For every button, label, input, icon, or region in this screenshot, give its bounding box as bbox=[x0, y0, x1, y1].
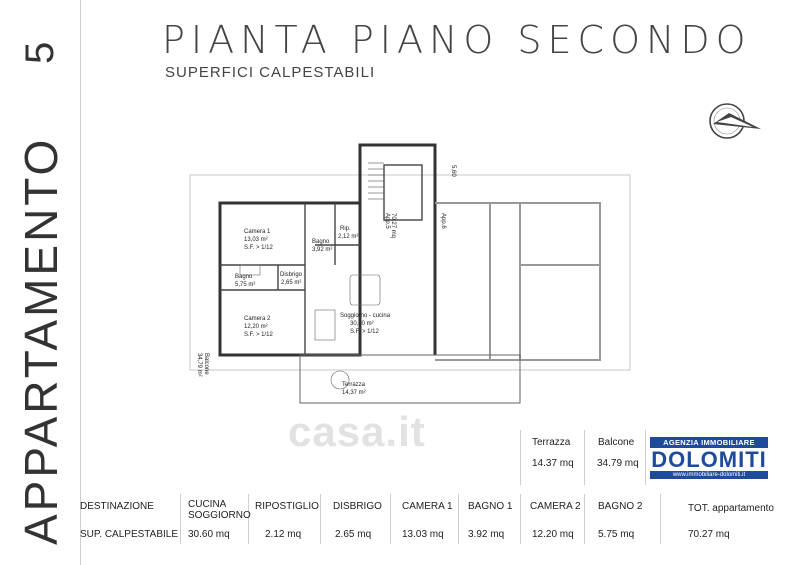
room-balcone-name: Balcone bbox=[203, 353, 209, 375]
room-camera1-name: Camera 1 bbox=[244, 229, 271, 235]
table-divider bbox=[458, 494, 459, 544]
table-row-header-superficie: SUP. CALPESTABILE bbox=[80, 529, 179, 540]
room-bagno2-area: 5,75 m² bbox=[235, 282, 255, 288]
agency-logo-web: www.immobiliare-dolomiti.it bbox=[650, 471, 768, 479]
table-col-cucina-header: CUCINA SOGGIORNO bbox=[188, 499, 251, 521]
agency-logo: AGENZIA IMMOBILIARE DOLOMITI www.immobil… bbox=[650, 437, 768, 479]
room-app6-name: App.6 bbox=[440, 213, 446, 229]
room-soggiorno-area: 30,60 m² bbox=[350, 321, 374, 327]
table-col-bagno2-value: 5.75 mq bbox=[598, 529, 635, 540]
balcone-label: Balcone bbox=[598, 437, 635, 448]
room-camera1-area: 13,03 m² bbox=[244, 237, 268, 243]
terrazza-value: 14.37 mq bbox=[532, 458, 574, 469]
room-rip-name: Rip. bbox=[340, 226, 351, 232]
room-app5-area: 70,27 mq bbox=[390, 213, 396, 238]
room-soggiorno-name: Soggiorno - cucina bbox=[340, 313, 391, 319]
room-camera2-name: Camera 2 bbox=[244, 316, 271, 322]
room-terrazza-name: Terrazza bbox=[342, 382, 366, 388]
table-divider bbox=[320, 494, 321, 544]
table-col-camera2-header: CAMERA 2 bbox=[530, 501, 581, 512]
apartment-number: 5 bbox=[18, 39, 62, 64]
room-camera2-area: 12,20 m² bbox=[244, 324, 268, 330]
table-col-bagno2-header: BAGNO 2 bbox=[598, 501, 643, 512]
divider bbox=[645, 430, 646, 485]
table-total-value: 70.27 mq bbox=[688, 529, 730, 540]
room-rip-area: 2,12 m² bbox=[338, 234, 358, 240]
room-bagno2-name: Bagno bbox=[235, 274, 253, 280]
terrazza-label: Terrazza bbox=[532, 437, 571, 448]
divider bbox=[584, 430, 585, 485]
room-disbrigo-name: Disbrigo bbox=[280, 272, 303, 278]
table-divider bbox=[180, 494, 181, 544]
agency-logo-top: AGENZIA IMMOBILIARE bbox=[650, 437, 768, 448]
room-camera1-ratio: S.F. > 1/12 bbox=[244, 245, 274, 251]
agency-logo-brand: DOLOMITI bbox=[651, 447, 767, 472]
table-divider bbox=[520, 494, 521, 544]
table-divider bbox=[248, 494, 249, 544]
side-band: 5 APPARTAMENTO bbox=[0, 0, 90, 565]
page-subtitle: SUPERFICI CALPESTABILI bbox=[165, 64, 376, 81]
page-title: PIANTA PIANO SECONDO bbox=[162, 18, 752, 62]
room-bagno1-area: 3,92 m² bbox=[312, 247, 332, 253]
table-total-label: TOT. appartamento bbox=[688, 503, 774, 514]
table-col-camera1-header: CAMERA 1 bbox=[402, 501, 453, 512]
table-col-ripostiglio-header: RIPOSTIGLIO bbox=[255, 501, 319, 512]
room-app5-name: App.5 bbox=[384, 213, 390, 229]
table-col-ripostiglio-value: 2.12 mq bbox=[265, 529, 302, 540]
floor-plan: Camera 1 13,03 m² S.F. > 1/12 Camera 2 1… bbox=[189, 143, 631, 404]
table-col-disbrigo-header: DISBRIGO bbox=[333, 501, 382, 512]
table-col-cucina-value: 30.60 mq bbox=[188, 529, 230, 540]
apartment-label: APPARTAMENTO bbox=[15, 136, 67, 545]
table-col-bagno1-value: 3.92 mq bbox=[468, 529, 505, 540]
table-col-camera1-value: 13.03 mq bbox=[402, 529, 444, 540]
room-bagno1-name: Bagno bbox=[312, 239, 330, 245]
stair-height: 5,60 bbox=[450, 165, 456, 177]
room-balcone-area: 34,79 m² bbox=[196, 353, 202, 377]
watermark: casa.it bbox=[288, 408, 426, 455]
table-divider bbox=[390, 494, 391, 544]
table-col-disbrigo-value: 2.65 mq bbox=[335, 529, 372, 540]
room-terrazza-area: 14,37 m² bbox=[342, 390, 366, 396]
table-col-bagno1-header: BAGNO 1 bbox=[468, 501, 513, 512]
divider bbox=[520, 430, 521, 485]
table-divider bbox=[584, 494, 585, 544]
table-col-camera2-value: 12.20 mq bbox=[532, 529, 574, 540]
table-divider bbox=[660, 494, 661, 544]
room-soggiorno-ratio: S.F. > 1/12 bbox=[350, 329, 380, 335]
side-divider bbox=[80, 0, 81, 565]
table-row-header-destinazione: DESTINAZIONE bbox=[80, 501, 154, 512]
room-camera2-ratio: S.F. > 1/12 bbox=[244, 332, 274, 338]
north-arrow-icon bbox=[709, 103, 761, 139]
room-disbrigo-area: 2,65 m² bbox=[281, 280, 301, 286]
balcone-value: 34.79 mq bbox=[597, 458, 639, 469]
